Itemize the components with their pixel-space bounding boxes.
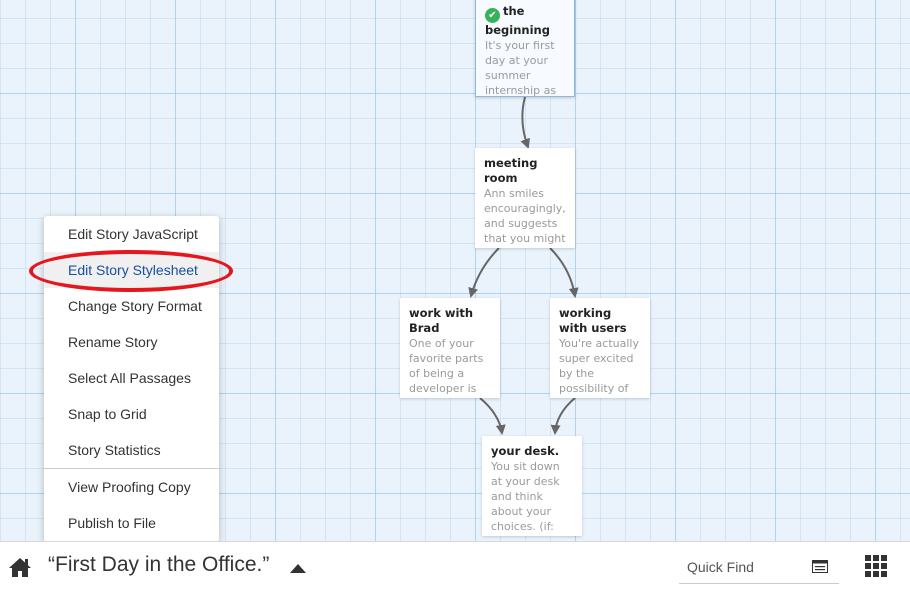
passage-card[interactable]: your desk. You sit down at your desk and… [482, 436, 582, 536]
menu-item-select-all-passages[interactable]: Select All Passages [68, 370, 191, 386]
menu-item-edit-stylesheet[interactable]: Edit Story Stylesheet [44, 252, 219, 288]
menu-item-edit-javascript[interactable]: Edit Story JavaScript [68, 226, 198, 242]
start-passage-icon: ✔ [485, 8, 500, 23]
passage-card[interactable]: meeting room Ann smiles encouragingly, a… [475, 148, 575, 248]
find-options-icon[interactable] [812, 560, 828, 573]
passage-title: work with Brad [409, 306, 474, 335]
menu-item-change-story-format[interactable]: Change Story Format [68, 298, 202, 314]
passage-title: ✔the beginning [485, 4, 566, 38]
passage-excerpt: You sit down at your desk and think abou… [491, 460, 560, 536]
link-arrow [468, 247, 500, 298]
menu-divider [44, 468, 219, 469]
menu-item-snap-to-grid[interactable]: Snap to Grid [68, 406, 147, 422]
bottom-toolbar: “First Day in the Office.” [0, 541, 910, 592]
story-menu: Edit Story JavaScript Edit Story Stylesh… [44, 216, 219, 542]
link-arrow [550, 397, 576, 435]
story-map-canvas[interactable]: ✔the beginning It's your first day at yo… [0, 0, 910, 540]
menu-item-rename-story[interactable]: Rename Story [68, 334, 158, 350]
passage-card[interactable]: ✔the beginning It's your first day at yo… [475, 0, 575, 97]
passage-excerpt: It's your first day at your summer inter… [485, 39, 557, 97]
link-arrow [479, 397, 506, 435]
passage-card[interactable]: working with users You're actually super… [550, 298, 650, 398]
passage-title: your desk. [491, 444, 560, 458]
link-arrow [520, 96, 530, 149]
menu-item-publish-to-file[interactable]: Publish to File [68, 515, 156, 531]
passage-links [468, 96, 579, 435]
caret-up-icon[interactable] [290, 564, 306, 573]
home-icon[interactable] [8, 556, 32, 578]
story-title[interactable]: “First Day in the Office.” [48, 553, 270, 576]
passage-title: working with users [559, 306, 627, 335]
passage-card[interactable]: work with Brad One of your favorite part… [400, 298, 500, 398]
menu-item-story-statistics[interactable]: Story Statistics [68, 442, 161, 458]
link-arrow [549, 247, 579, 298]
passage-title: meeting room [484, 156, 538, 185]
passage-excerpt: You're actually super excited by the pos… [559, 337, 639, 395]
menu-item-view-proofing-copy[interactable]: View Proofing Copy [68, 479, 191, 495]
passage-grid-icon[interactable] [865, 555, 887, 577]
passage-excerpt: One of your favorite parts of being a de… [409, 337, 484, 395]
passage-excerpt: Ann smiles encouragingly, and suggests t… [484, 187, 566, 248]
passage-title-text: the beginning [485, 4, 550, 37]
